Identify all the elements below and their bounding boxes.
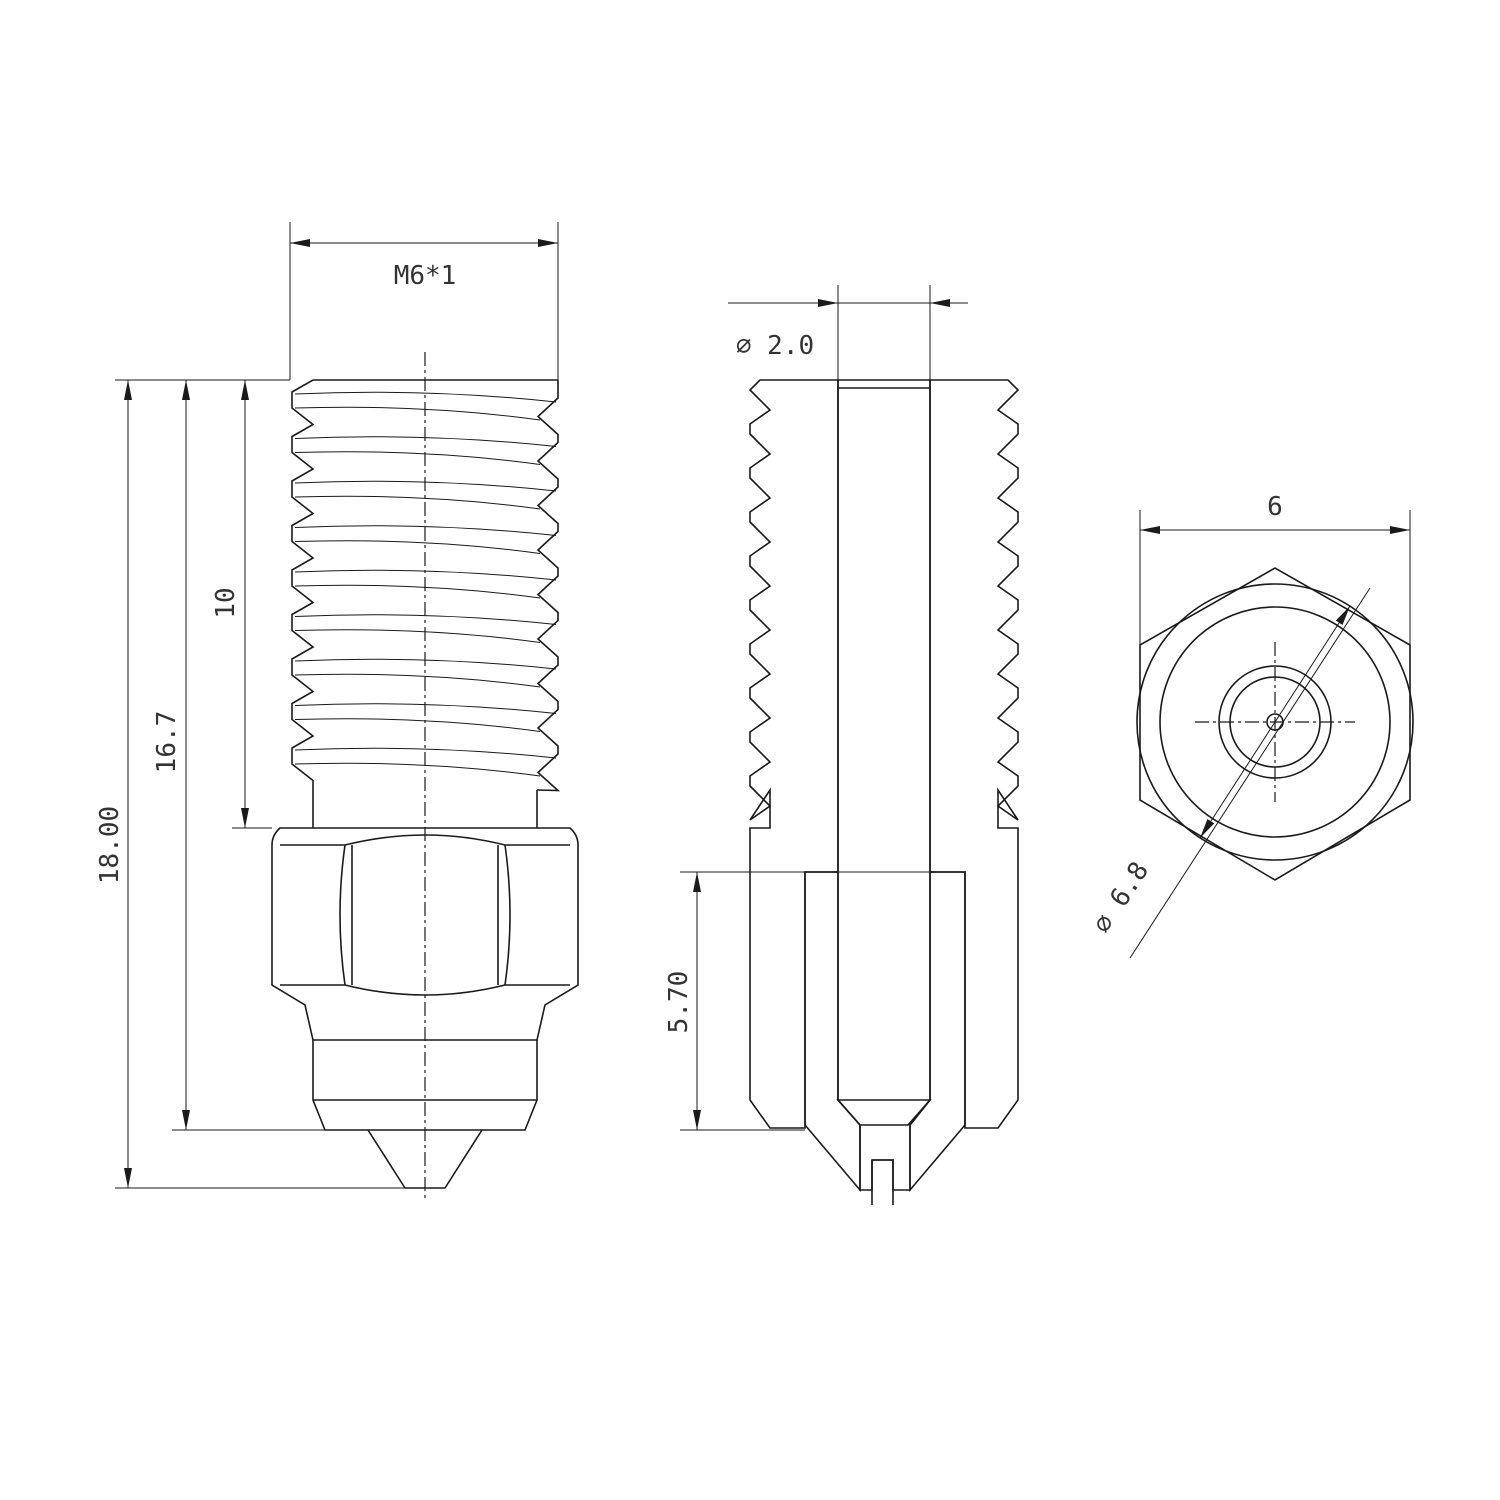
thread-crest xyxy=(294,391,557,421)
left-wall-hatched xyxy=(748,379,839,1129)
chamfer-diameter-line xyxy=(1129,587,1371,959)
thread-crest xyxy=(294,747,557,777)
extension-lines xyxy=(115,222,559,1189)
bore xyxy=(837,379,931,1126)
insert-hatched xyxy=(804,871,861,1193)
overall-length-label: 18.00 xyxy=(95,806,125,884)
thread-label: M6*1 xyxy=(394,261,457,291)
neck xyxy=(312,790,538,828)
insert-hatched-right xyxy=(909,871,966,1193)
nozzle-tip-hatched xyxy=(836,1099,932,1191)
bore-diameter-label: ∅ 2.0 xyxy=(736,331,814,361)
section-view: ∅ 2.0 5.70 xyxy=(664,285,1020,1205)
hex-width-label: 6 xyxy=(1267,492,1283,522)
side-view: M6*1 18.00 16.7 10 xyxy=(95,222,579,1202)
thread-crest xyxy=(294,525,557,554)
chamfer-arrow-top xyxy=(1274,605,1351,723)
tip-base-length-label: 16.7 xyxy=(152,711,182,774)
thread-profile xyxy=(291,379,561,792)
chamfer-arrow-bottom xyxy=(1199,721,1276,839)
orifice xyxy=(871,1159,894,1205)
hex-outline xyxy=(1139,567,1411,881)
insert-depth-label: 5.70 xyxy=(664,971,694,1034)
face-circle xyxy=(1159,606,1391,838)
chamfer-circle xyxy=(1136,583,1414,861)
section-extension-lines xyxy=(680,285,931,1131)
top-view: 6 ∅ 6.8 xyxy=(1087,492,1414,959)
chamfer-diameter-label: ∅ 6.8 xyxy=(1087,857,1155,939)
right-wall-hatched xyxy=(929,379,1020,1129)
thread-length-label: 10 xyxy=(211,587,241,618)
